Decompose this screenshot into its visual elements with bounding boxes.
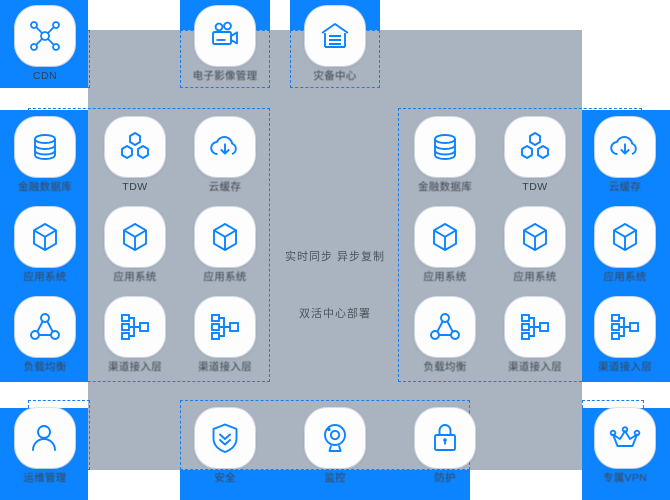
node-hexagon-cluster[interactable]: TDW [504, 117, 566, 194]
node-caption: CDN [32, 70, 58, 82]
monitor-camera-icon[interactable] [305, 408, 365, 468]
cube-icon[interactable] [415, 207, 475, 267]
node-caption: 应用系统 [203, 271, 247, 283]
node-caption: 渠道接入层 [108, 361, 162, 373]
node-caption: 监控 [324, 472, 346, 484]
node-cube[interactable]: 应用系统 [414, 207, 476, 284]
node-database[interactable]: 金融数据库 [414, 117, 476, 194]
node-load-balancer[interactable]: 负载均衡 [14, 297, 76, 374]
node-video-camera[interactable]: 电子影像管理 [192, 6, 258, 83]
node-cube[interactable]: 应用系统 [104, 207, 166, 284]
node-caption: 负载均衡 [23, 361, 67, 373]
sync-label-secondary: 双活中心部署 [299, 308, 371, 320]
node-caption: TDW [522, 181, 548, 193]
node-caption: 专属VPN [602, 472, 648, 484]
node-caption: 金融数据库 [18, 181, 72, 193]
node-user-person[interactable]: 运维管理 [14, 408, 76, 485]
cube-icon[interactable] [195, 207, 255, 267]
node-tree-topology[interactable]: 渠道接入层 [104, 297, 166, 374]
cdn-network-icon[interactable] [15, 6, 75, 66]
node-caption: TDW [122, 181, 148, 193]
cube-icon[interactable] [15, 207, 75, 267]
node-caption: 渠道接入层 [508, 361, 562, 373]
node-archive-house[interactable]: 灾备中心 [304, 6, 366, 83]
node-tree-topology[interactable]: 渠道接入层 [594, 297, 656, 374]
node-cloud-download[interactable]: 云缓存 [594, 117, 656, 194]
tree-topology-icon[interactable] [505, 297, 565, 357]
sync-label-primary: 实时同步 异步复制 [285, 251, 386, 263]
cloud-download-icon[interactable] [195, 117, 255, 177]
node-caption: 应用系统 [513, 271, 557, 283]
node-monitor-camera[interactable]: 监控 [304, 408, 366, 485]
cube-icon[interactable] [105, 207, 165, 267]
node-crown[interactable]: 专属VPN [594, 408, 656, 485]
node-cdn-network[interactable]: CDN [14, 6, 76, 83]
node-cube[interactable]: 应用系统 [594, 207, 656, 284]
node-caption: 安全 [214, 472, 236, 484]
node-load-balancer[interactable]: 负载均衡 [414, 297, 476, 374]
archive-house-icon[interactable] [305, 6, 365, 66]
node-caption: 电子影像管理 [192, 70, 258, 82]
core-region-panel [88, 30, 582, 470]
database-icon[interactable] [15, 117, 75, 177]
node-caption: 云缓存 [208, 181, 242, 193]
tree-topology-icon[interactable] [195, 297, 255, 357]
user-person-icon[interactable] [15, 408, 75, 468]
node-cloud-download[interactable]: 云缓存 [194, 117, 256, 194]
node-caption: 运维管理 [23, 472, 67, 484]
hexagon-cluster-icon[interactable] [105, 117, 165, 177]
node-caption: 渠道接入层 [598, 361, 652, 373]
cloud-download-icon[interactable] [595, 117, 655, 177]
node-cube[interactable]: 应用系统 [194, 207, 256, 284]
cube-icon[interactable] [595, 207, 655, 267]
node-hexagon-cluster[interactable]: TDW [104, 117, 166, 194]
crown-icon[interactable] [595, 408, 655, 468]
node-caption: 应用系统 [423, 271, 467, 283]
node-caption: 金融数据库 [418, 181, 472, 193]
node-caption: 应用系统 [113, 271, 157, 283]
tree-topology-icon[interactable] [105, 297, 165, 357]
node-database[interactable]: 金融数据库 [14, 117, 76, 194]
node-caption: 灾备中心 [313, 70, 357, 82]
node-caption: 云缓存 [608, 181, 642, 193]
node-shield-check[interactable]: 安全 [194, 408, 256, 485]
node-tree-topology[interactable]: 渠道接入层 [194, 297, 256, 374]
video-camera-icon[interactable] [195, 6, 255, 66]
node-tree-topology[interactable]: 渠道接入层 [504, 297, 566, 374]
hexagon-cluster-icon[interactable] [505, 117, 565, 177]
node-caption: 防护 [434, 472, 456, 484]
node-cube[interactable]: 应用系统 [504, 207, 566, 284]
shield-check-icon[interactable] [195, 408, 255, 468]
node-cube[interactable]: 应用系统 [14, 207, 76, 284]
load-balancer-icon[interactable] [15, 297, 75, 357]
lock-icon[interactable] [415, 408, 475, 468]
database-icon[interactable] [415, 117, 475, 177]
node-caption: 渠道接入层 [198, 361, 252, 373]
load-balancer-icon[interactable] [415, 297, 475, 357]
node-lock[interactable]: 防护 [414, 408, 476, 485]
node-caption: 负载均衡 [423, 361, 467, 373]
tree-topology-icon[interactable] [595, 297, 655, 357]
node-caption: 应用系统 [23, 271, 67, 283]
node-caption: 应用系统 [603, 271, 647, 283]
cube-icon[interactable] [505, 207, 565, 267]
